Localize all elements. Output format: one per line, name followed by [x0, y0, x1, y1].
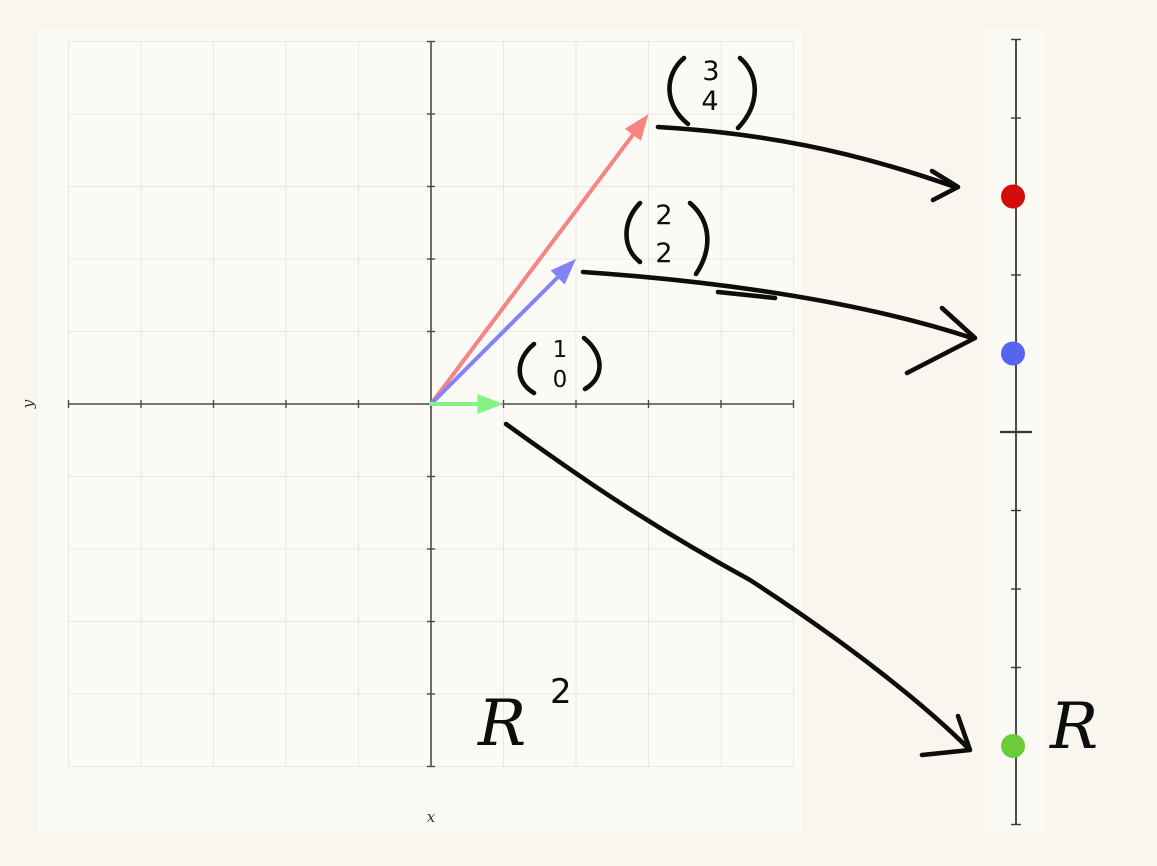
- vector-head-v34: [624, 114, 649, 141]
- plane-vectors: [429, 114, 649, 414]
- label-v34: 3 4: [667, 55, 758, 131]
- label-v34-bottom: 4: [701, 86, 718, 117]
- map-arrow-v10: [503, 421, 973, 758]
- y-axis-label: y: [19, 399, 37, 409]
- vector-head-v10: [477, 394, 504, 414]
- codomain-label: R: [1049, 690, 1098, 764]
- map-arrow-v34: [655, 124, 961, 203]
- image-point-v34: [1001, 184, 1025, 209]
- label-v10: 1 0: [517, 335, 602, 396]
- vector-v34: [429, 132, 635, 406]
- image-point-v10: [1001, 734, 1025, 758]
- label-v34-top: 3: [702, 56, 719, 87]
- vector-v22: [429, 275, 560, 406]
- x-axis-label: x: [427, 808, 436, 826]
- label-v10-bottom: 0: [553, 367, 568, 393]
- label-v22-bottom: 2: [655, 238, 672, 269]
- image-point-v22: [1001, 341, 1025, 366]
- domain-label: R: [477, 687, 526, 761]
- label-v22: 2 2: [624, 200, 710, 277]
- map-arrow-v22: [580, 269, 978, 376]
- label-v10-top: 1: [553, 337, 568, 363]
- vector-head-v22: [550, 259, 576, 285]
- image-points: [1001, 184, 1025, 758]
- plane-panel: [38, 30, 802, 832]
- domain-power-label: 2: [550, 672, 572, 712]
- label-v22-top: 2: [655, 200, 672, 231]
